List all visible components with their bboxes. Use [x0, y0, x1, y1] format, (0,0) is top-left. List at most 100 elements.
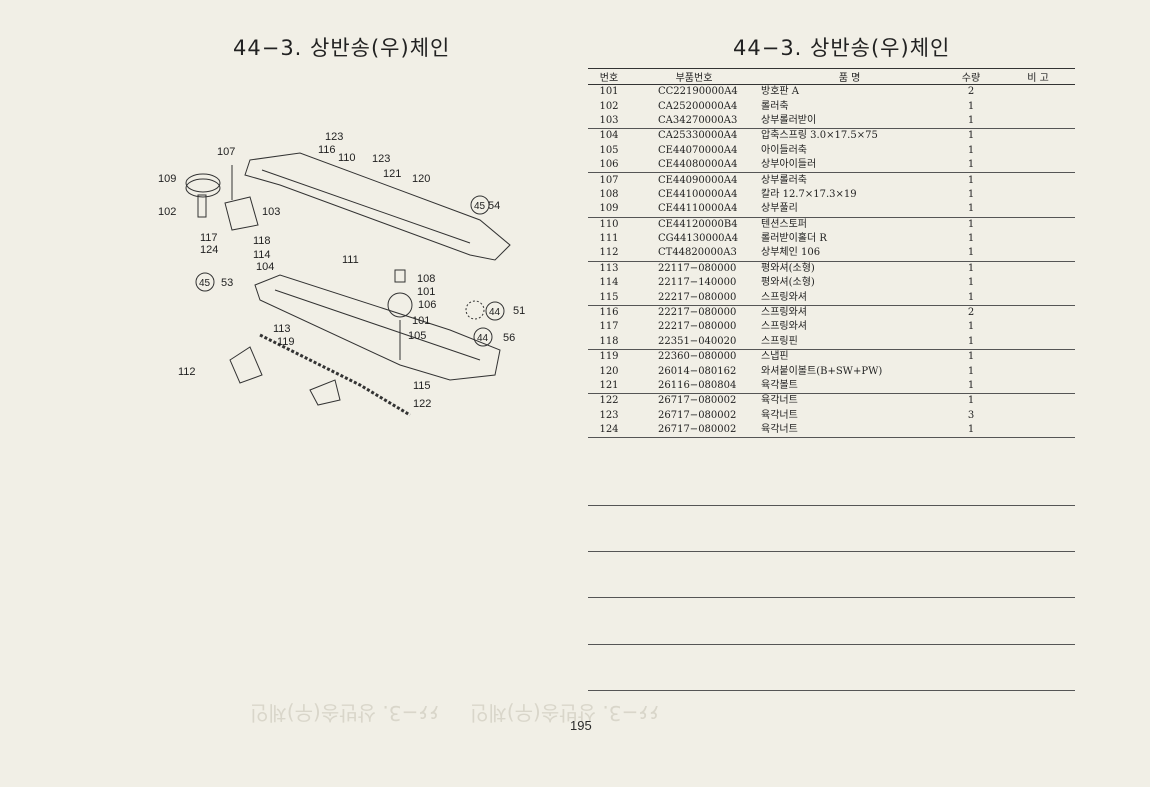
cell-part-number: 26717−080002 [658, 395, 737, 407]
cell-quantity: 1 [967, 365, 975, 377]
cell-number: 119 [599, 351, 619, 363]
cell-part-name: 상부롤러축 [761, 174, 807, 186]
cell-number: 121 [588, 378, 630, 395]
cell-part-name: 상부아이들러 [758, 157, 941, 174]
cell-part-name: 롤러받이홀더 R [761, 233, 827, 245]
callout-label: 51 [513, 305, 525, 317]
cell-part-name: 육각너트 [761, 395, 798, 407]
cell-quantity: 1 [941, 422, 1001, 439]
callout-label: 112 [178, 366, 196, 378]
cell-remarks [1001, 85, 1075, 100]
cell-part-name: 상부롤러받이 [758, 113, 941, 130]
cell-part-name: 육각너트 [758, 422, 941, 439]
cell-number: 110 [599, 218, 619, 230]
cell-part-name: 평와셔(소형) [761, 262, 815, 274]
callout-label: 124 [200, 244, 218, 256]
cell-number: 113 [599, 262, 619, 274]
cell-quantity: 1 [967, 218, 975, 230]
callout-label: 115 [413, 380, 431, 392]
callout-label: 110 [338, 152, 356, 164]
lower-guide-plate [254, 274, 501, 381]
divider [588, 690, 1075, 691]
cell-quantity: 1 [941, 290, 1001, 306]
exploded-parts-diagram: 123 116 110 123 107 121 120 109 102 103 … [158, 131, 525, 417]
cell-number: 108 [599, 188, 619, 200]
callout-label: 121 [383, 168, 401, 180]
cell-remarks [1001, 202, 1075, 218]
cell-part-number: CE44090000A4 [658, 174, 738, 186]
callout-label: 118 [253, 235, 271, 247]
sprocket-shape [465, 300, 485, 320]
callout-label: 101 [412, 315, 430, 327]
cell-part-number: 22217−080000 [630, 290, 758, 306]
cell-remarks [1001, 113, 1075, 130]
callout-label: 106 [418, 299, 436, 311]
cell-part-number: 26014−080162 [658, 365, 737, 377]
cell-part-name: 스프링핀 [758, 334, 941, 351]
cell-remarks [1001, 99, 1075, 113]
callout-label: 105 [408, 330, 426, 342]
callout-label: 107 [217, 146, 235, 158]
cell-part-name: 스프링와셔 [761, 321, 807, 333]
cell-number: 106 [588, 157, 630, 174]
cell-remarks [1001, 157, 1075, 174]
cell-part-number: 26116−080804 [630, 378, 758, 395]
divider [588, 505, 1075, 506]
cell-remarks [1001, 188, 1075, 202]
cell-part-number: 22351−040020 [630, 334, 758, 351]
cell-quantity: 1 [967, 395, 975, 407]
cell-part-number: CT44820000A3 [630, 246, 758, 262]
upper-guide-plate [244, 152, 511, 261]
header-quantity: 수량 [941, 68, 1001, 85]
cell-part-name: 칼라 12.7×17.3×19 [761, 188, 857, 200]
cell-part-number: CE44070000A4 [658, 144, 738, 156]
cell-quantity: 1 [941, 202, 1001, 218]
cell-part-name: 상부체인 106 [758, 246, 941, 262]
chain-guide-shape [229, 346, 263, 384]
cell-part-name: 방호판 A [761, 86, 800, 98]
cell-remarks [1001, 378, 1075, 395]
cell-part-name: 압축스프링 3.0×17.5×75 [761, 130, 878, 142]
cell-number: 124 [588, 422, 630, 439]
cell-number: 118 [588, 334, 630, 351]
cell-part-name: 상부풀리 [758, 202, 941, 218]
cell-part-number: CC22190000A4 [658, 86, 738, 98]
idler-sprocket-shape [387, 292, 413, 318]
cell-quantity: 1 [967, 174, 975, 186]
divider [588, 644, 1075, 645]
cell-quantity: 1 [967, 321, 975, 333]
cell-number: 114 [599, 277, 619, 289]
cell-quantity: 2 [967, 307, 975, 319]
cell-number: 103 [588, 113, 630, 130]
callout-label: 102 [158, 206, 176, 218]
cell-number: 117 [599, 321, 619, 333]
divider [588, 597, 1075, 598]
cell-remarks [1001, 276, 1075, 290]
cell-remarks [1001, 394, 1075, 409]
cell-part-number: CE44110000A4 [630, 202, 758, 218]
cell-part-number: CA25330000A4 [658, 130, 738, 142]
cell-remarks [1001, 261, 1075, 276]
figure-reference: 44 [489, 307, 501, 318]
cell-remarks [1001, 232, 1075, 246]
cell-part-number: 26717−080002 [630, 422, 758, 439]
header-part-number: 부품번호 [630, 68, 758, 85]
callout-label: 123 [372, 153, 390, 165]
cell-part-name: 평와셔(소형) [761, 277, 815, 289]
